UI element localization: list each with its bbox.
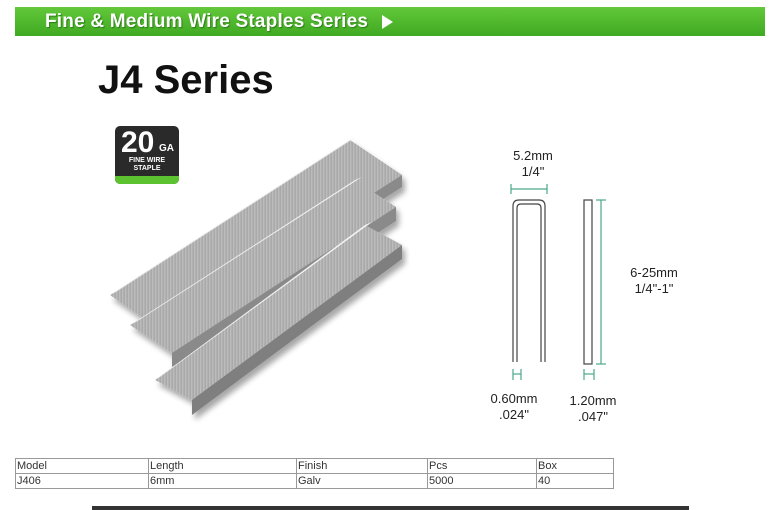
cell-box: 40 [536,473,614,489]
bottom-divider [92,506,689,510]
page-title: J4 Series [98,58,274,102]
staples-product-image [110,137,402,415]
thickness-mm: 0.60mm [490,391,538,406]
crown-width-in: 1/4" [521,164,545,179]
header-box: Box [536,458,614,474]
length-mm: 6-25mm [630,265,678,280]
badge-caption-line2: STAPLE [133,165,161,172]
length-in: 1/4"-1" [634,281,674,296]
cell-model: J406 [15,473,149,489]
badge-caption-line1: FINE WIRE [128,157,166,164]
width-label: 1.20mm .047" [562,393,624,425]
series-banner: Fine & Medium Wire Staples Series [15,7,765,36]
header-pcs: Pcs [427,458,537,474]
header-finish: Finish [296,458,428,474]
crown-width-label: 5.2mm 1/4" [505,148,561,180]
badge-gauge-number: 20 [121,126,155,159]
badge-stripe [115,176,179,184]
staple-dimension-diagram [510,184,606,380]
thickness-in: .024" [499,407,529,422]
header-model: Model [15,458,149,474]
badge-gauge-unit: GA [159,143,174,154]
cell-length: 6mm [148,473,297,489]
thickness-label: 0.60mm .024" [483,391,545,423]
play-arrow-icon [382,14,394,29]
cell-finish: Galv [296,473,428,489]
cell-pcs: 5000 [427,473,537,489]
spec-table: Model Length Finish Pcs Box J406 6mm Gal… [15,458,614,489]
width-mm: 1.20mm [569,393,617,408]
width-in: .047" [578,409,608,424]
table-row: J406 6mm Galv 5000 40 [15,473,614,489]
table-header-row: Model Length Finish Pcs Box [15,458,614,474]
header-length: Length [148,458,297,474]
length-label: 6-25mm 1/4"-1" [618,265,690,297]
banner-title: Fine & Medium Wire Staples Series [45,10,369,32]
crown-width-mm: 5.2mm [513,148,553,163]
gauge-badge: 20 GA FINE WIRE STAPLE [115,126,179,184]
